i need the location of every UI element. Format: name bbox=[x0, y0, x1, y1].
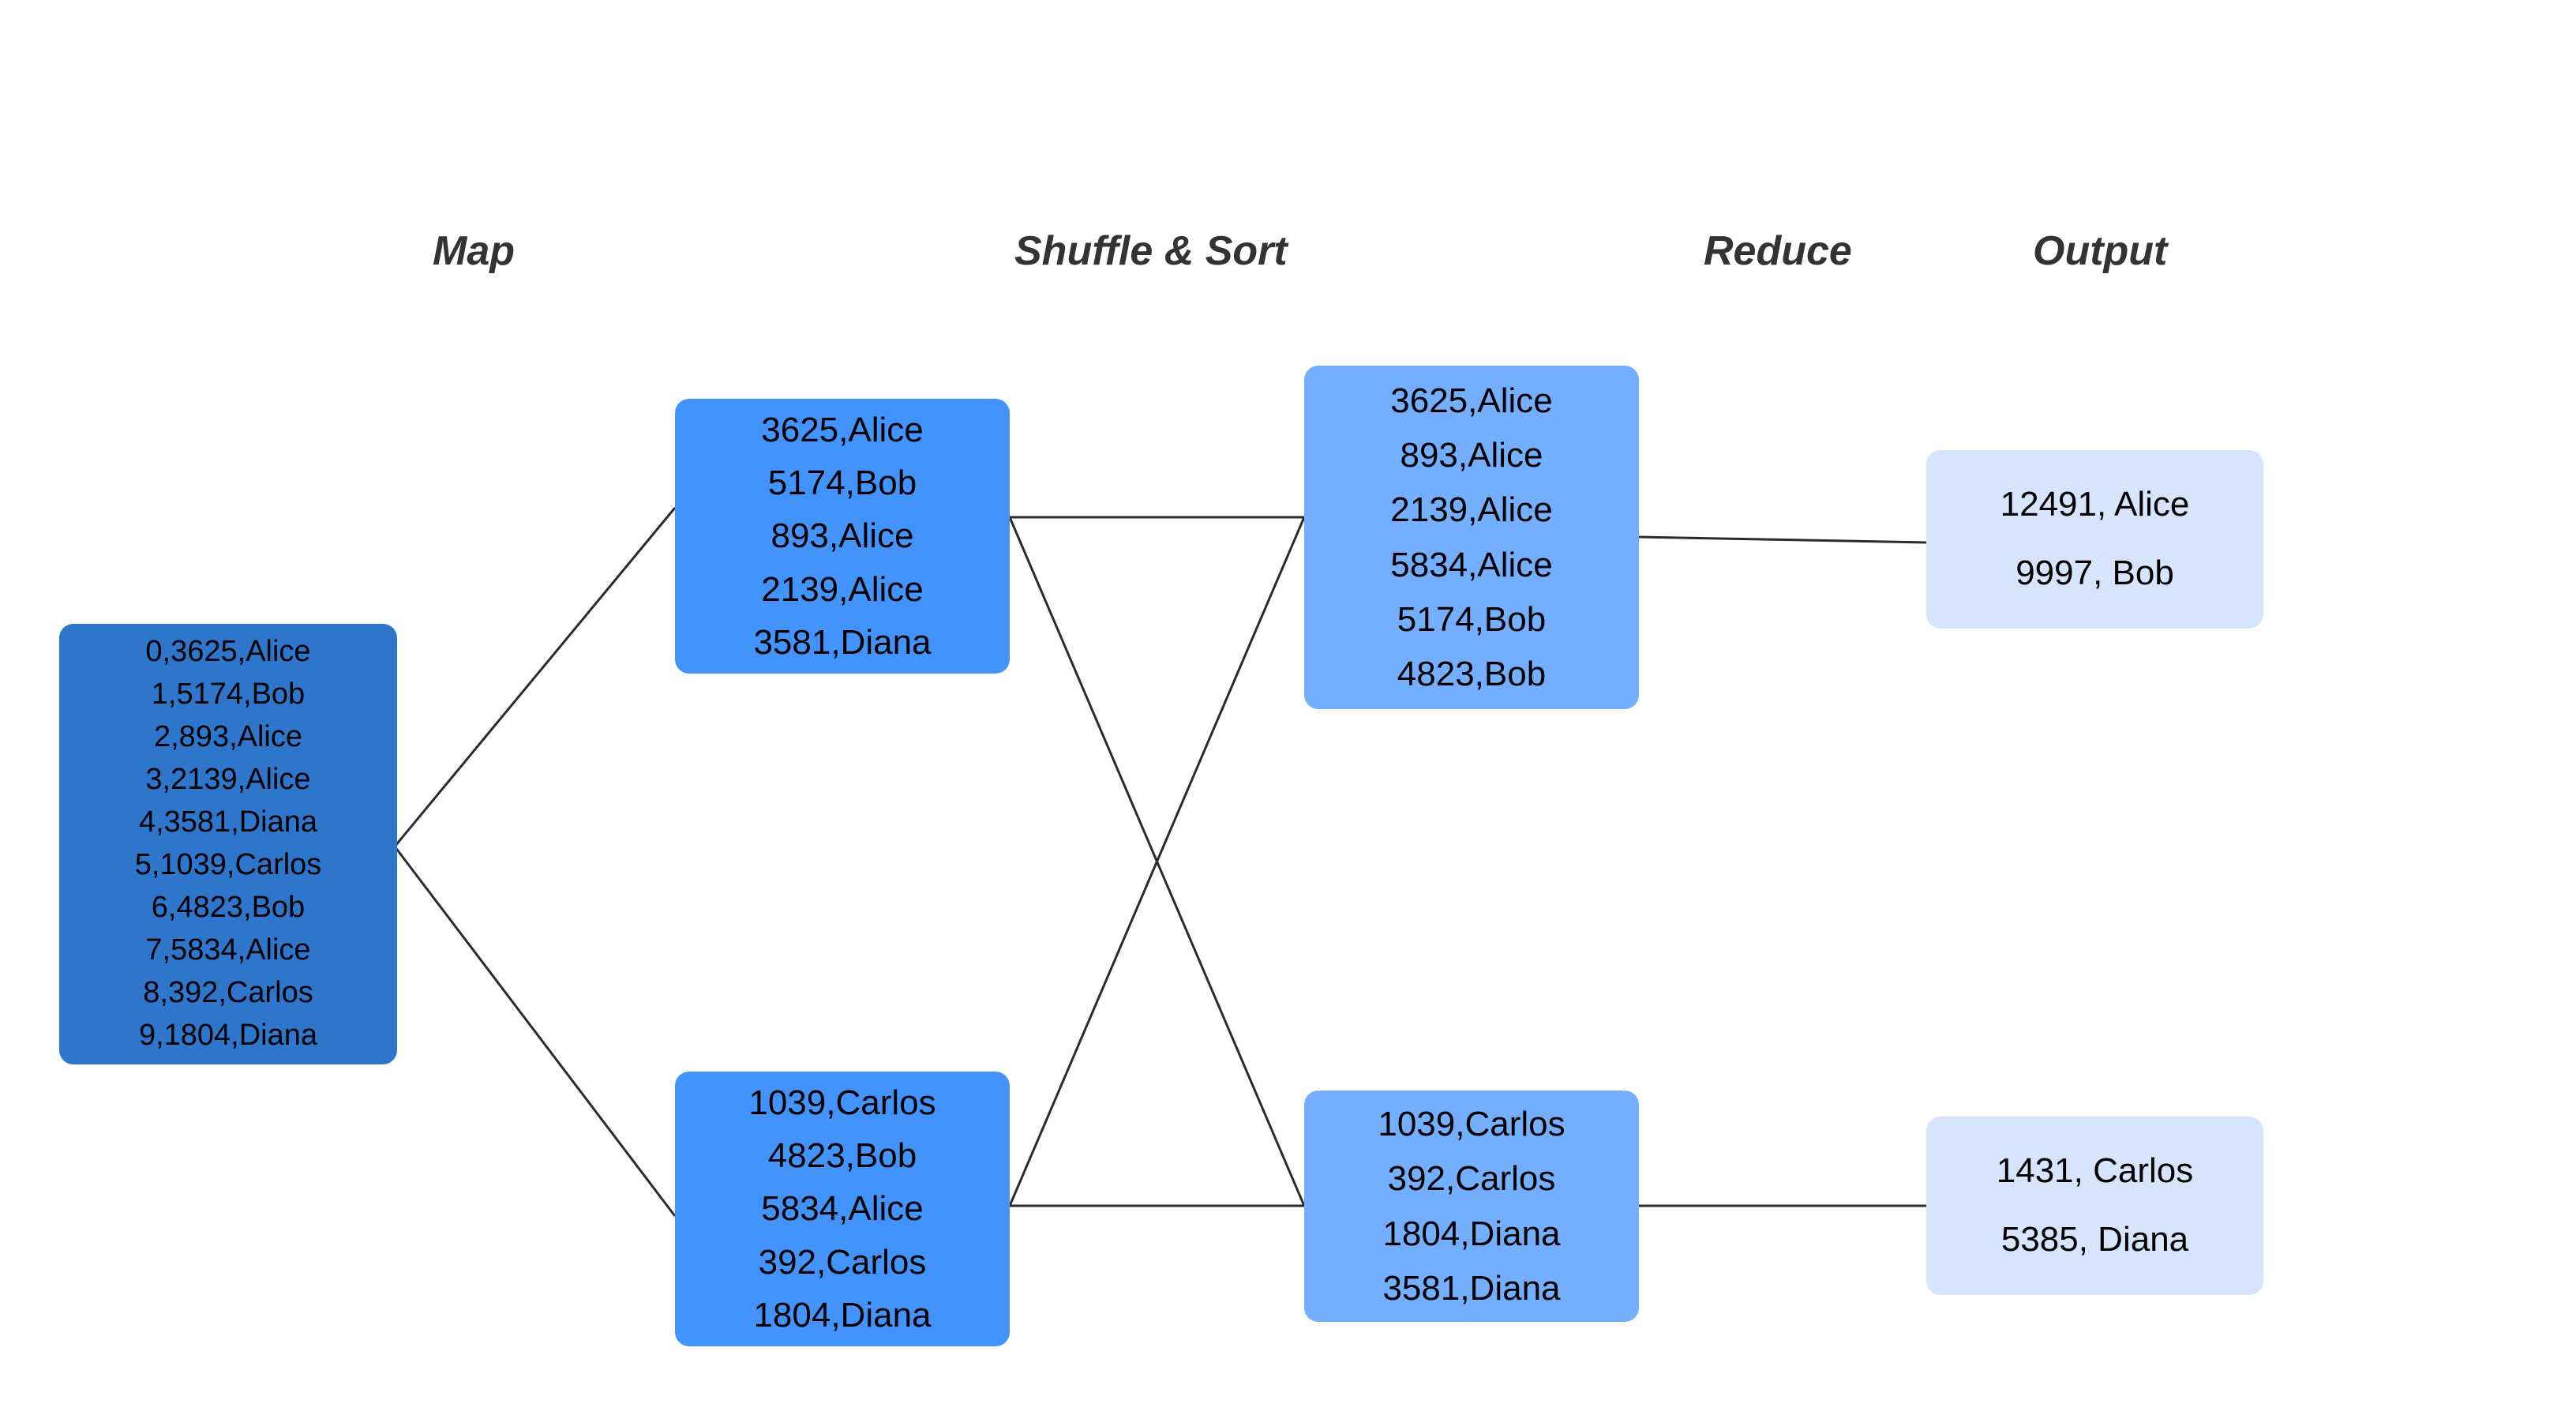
stage-label-output: Output bbox=[2033, 228, 2168, 274]
stage-label-map: Map bbox=[433, 228, 515, 274]
record-row: 2139,Alice bbox=[1390, 490, 1553, 530]
record-row: 5385, Diana bbox=[2000, 1220, 2189, 1259]
record-row: 3625,Alice bbox=[1390, 381, 1553, 421]
stage-label-reduce: Reduce bbox=[1704, 228, 1852, 274]
edge-map1-to-shuffle2 bbox=[1008, 516, 1306, 1207]
record-row: 1,5174,Bob bbox=[151, 678, 306, 711]
output-part-1[interactable]: 12491, Alice 9997, Bob bbox=[1926, 450, 2263, 629]
record-row: 0,3625,Alice bbox=[145, 635, 311, 669]
output-part-2[interactable]: 1431, Carlos 5385, Diana bbox=[1926, 1117, 2263, 1295]
record-row: 5174,Bob bbox=[1397, 599, 1547, 639]
edge-shuffle1-to-output1 bbox=[1638, 535, 1927, 544]
record-row: 1039,Carlos bbox=[1378, 1105, 1565, 1144]
record-row: 1431, Carlos bbox=[1996, 1151, 2194, 1191]
record-row: 1804,Diana bbox=[753, 1295, 932, 1335]
edge-map2-to-shuffle1 bbox=[1008, 516, 1306, 1207]
record-row: 9,1804,Diana bbox=[138, 1018, 318, 1052]
record-row: 5834,Alice bbox=[761, 1189, 924, 1229]
record-row: 12491, Alice bbox=[2000, 485, 2190, 524]
record-row: 4823,Bob bbox=[767, 1136, 917, 1176]
record-row: 1804,Diana bbox=[1382, 1214, 1561, 1253]
record-row: 7,5834,Alice bbox=[145, 933, 311, 967]
stage-label-shuffle_sort: Shuffle & Sort bbox=[1014, 228, 1288, 274]
shuffle-partition-1[interactable]: 3625,Alice 893,Alice 2139,Alice 5834,Alice 5… bbox=[1304, 366, 1639, 709]
record-row: 5174,Bob bbox=[767, 464, 917, 503]
record-row: 3,2139,Alice bbox=[145, 763, 311, 797]
record-row: 5,1039,Carlos bbox=[134, 848, 322, 881]
mapper-2[interactable]: 1039,Carlos 4823,Bob 5834,Alice 392,Carlos 1… bbox=[675, 1072, 1010, 1346]
shuffle-partition-2[interactable]: 1039,Carlos 392,Carlos 1804,Diana 3581,Dian… bbox=[1304, 1091, 1639, 1322]
record-row: 9997, Bob bbox=[2015, 554, 2174, 592]
record-row: 5834,Alice bbox=[1390, 545, 1553, 584]
record-row: 4,3581,Diana bbox=[138, 805, 318, 839]
record-row: 2139,Alice bbox=[761, 569, 924, 609]
record-row: 4823,Bob bbox=[1397, 654, 1547, 693]
record-row: 6,4823,Bob bbox=[151, 890, 306, 924]
record-row: 3581,Diana bbox=[1382, 1268, 1561, 1308]
record-row: 893,Alice bbox=[1400, 436, 1543, 475]
record-row: 2,893,Alice bbox=[153, 720, 302, 754]
mapper-1[interactable]: 3625,Alice 5174,Bob 893,Alice 2139,Alice 358… bbox=[675, 399, 1010, 674]
edge-input-to-map2 bbox=[393, 846, 677, 1217]
edge-input-to-map1 bbox=[393, 507, 677, 847]
input-split[interactable]: 0,3625,Alice 1,5174,Bob 2,893,Alice 3,2139,… bbox=[59, 624, 397, 1064]
record-row: 3625,Alice bbox=[761, 410, 924, 449]
record-row: 8,392,Carlos bbox=[143, 975, 313, 1009]
record-row: 3581,Diana bbox=[753, 622, 932, 662]
record-row: 893,Alice bbox=[771, 516, 914, 556]
record-row: 392,Carlos bbox=[1387, 1159, 1556, 1199]
record-row: 392,Carlos bbox=[758, 1242, 927, 1282]
record-row: 1039,Carlos bbox=[748, 1083, 936, 1122]
